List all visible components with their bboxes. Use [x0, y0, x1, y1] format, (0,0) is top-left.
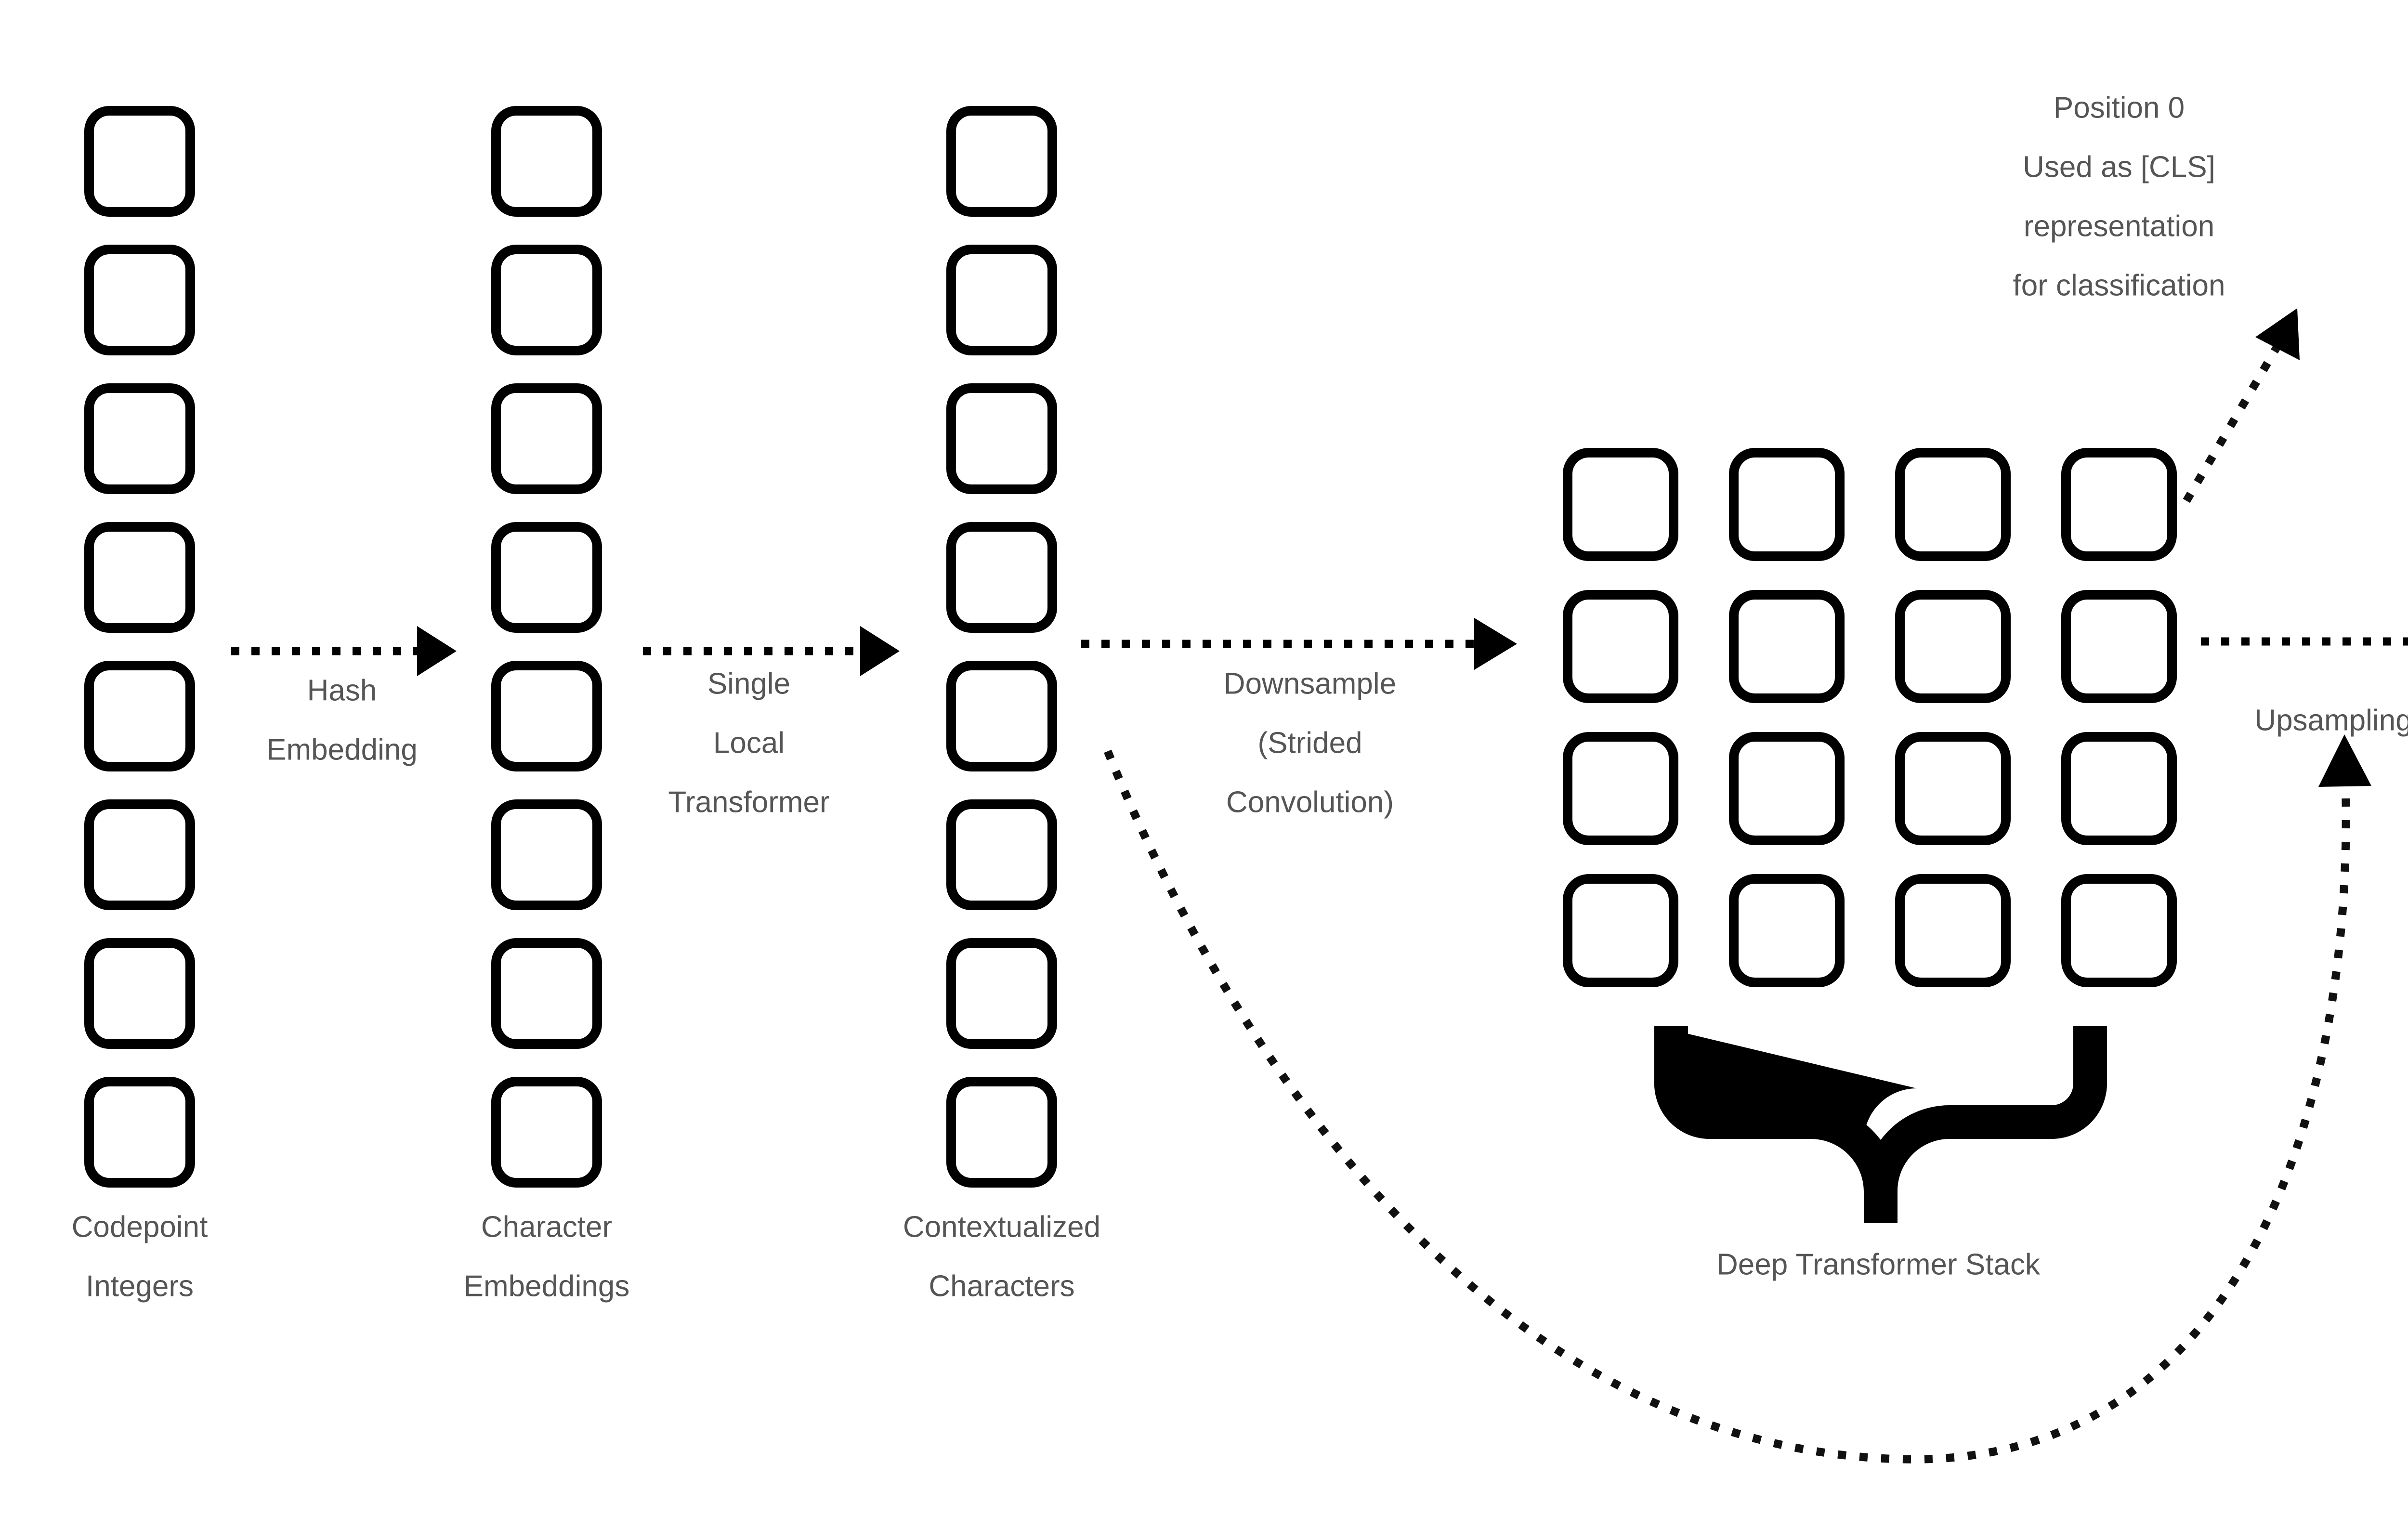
- cell-box: [1563, 732, 1678, 845]
- flow-arrow-label-downsample-line1: Downsample: [1224, 667, 1396, 700]
- cell-box: [1563, 590, 1678, 703]
- cell-box: [491, 383, 602, 494]
- deep-transformer-stack-grid: Deep Transformer Stack: [1563, 448, 2177, 1281]
- callout-label-line2: Used as [CLS]: [2023, 150, 2215, 183]
- cell-box: [491, 245, 602, 355]
- flow-arrow-hash-embedding: Hash Embedding: [231, 626, 457, 766]
- callout-label-line4: for classification: [2013, 269, 2225, 302]
- column-character-embeddings: Character Embeddings: [464, 106, 630, 1303]
- column-contextualized-characters: Contextualized Characters: [903, 106, 1100, 1303]
- flow-arrow-single-local-transformer: Single Local Transformer: [643, 626, 900, 819]
- column-label-character-embeddings-line1: Character: [481, 1210, 612, 1243]
- cell-box: [84, 522, 195, 633]
- cell-box: [491, 938, 602, 1049]
- dotted-arrow-line: [2183, 331, 2289, 503]
- cell-box: [84, 938, 195, 1049]
- flow-arrow-label-downsample-line2: (Strided: [1257, 726, 1362, 759]
- cell-box: [84, 799, 195, 910]
- curly-brace-icon: [1654, 1026, 2107, 1223]
- cell-box: [1729, 732, 1845, 845]
- cell-box: [2061, 448, 2177, 561]
- arrow-head-icon: [2255, 308, 2300, 360]
- cell-box: [491, 106, 602, 217]
- flow-arrow-label-single-local-transformer-line1: Single: [707, 667, 790, 700]
- column-label-codepoint-integers-line2: Integers: [86, 1269, 194, 1303]
- column-label-character-embeddings-line2: Embeddings: [464, 1269, 630, 1303]
- cell-box: [946, 799, 1057, 910]
- flow-arrow-label-upsampling: Upsampling: [2254, 704, 2408, 737]
- arrow-head-icon: [417, 626, 457, 676]
- cell-box: [2061, 874, 2177, 987]
- cell-box: [84, 661, 195, 771]
- cell-box: [84, 1077, 195, 1188]
- cell-box: [1895, 732, 2011, 845]
- flow-arrow-label-single-local-transformer-line2: Local: [713, 726, 785, 759]
- cell-box: [1563, 874, 1678, 987]
- residual-skip-connection: [1104, 734, 2371, 1464]
- cell-box: [946, 1077, 1057, 1188]
- cell-box: [1895, 448, 2011, 561]
- flow-arrow-label-hash-embedding-line1: Hash: [307, 674, 377, 707]
- cell-box: [84, 383, 195, 494]
- cell-box: [1895, 590, 2011, 703]
- cell-box: [491, 661, 602, 771]
- callout-position-zero-cls: Position 0 Used as [CLS] representation …: [2013, 91, 2300, 503]
- cell-box: [946, 938, 1057, 1049]
- cell-box: [946, 245, 1057, 355]
- cell-box: [946, 661, 1057, 771]
- deep-transformer-stack-label: Deep Transformer Stack: [1716, 1248, 2041, 1281]
- cell-box: [2061, 590, 2177, 703]
- cell-box: [84, 106, 195, 217]
- flow-arrow-downsample: Downsample (Strided Convolution): [1081, 618, 1517, 819]
- flow-arrow-label-downsample-line3: Convolution): [1226, 785, 1394, 819]
- flow-arrow-upsampling: Upsampling: [2201, 637, 2408, 737]
- cell-box: [84, 245, 195, 355]
- cell-box: [1895, 874, 2011, 987]
- cell-box: [1729, 590, 1845, 703]
- cell-box: [491, 522, 602, 633]
- column-label-contextualized-characters-line1: Contextualized: [903, 1210, 1100, 1243]
- flow-arrow-label-hash-embedding-line2: Embedding: [266, 733, 418, 766]
- cell-box: [946, 522, 1057, 633]
- column-codepoint-integers: Codepoint Integers: [72, 106, 208, 1303]
- callout-label-line3: representation: [2024, 209, 2214, 243]
- cell-box: [2061, 732, 2177, 845]
- cell-box: [491, 1077, 602, 1188]
- column-label-contextualized-characters-line2: Characters: [929, 1269, 1074, 1303]
- arrow-head-icon: [860, 626, 900, 676]
- cell-box: [1729, 874, 1845, 987]
- arrow-head-icon: [1474, 618, 1517, 670]
- column-label-codepoint-integers-line1: Codepoint: [72, 1210, 208, 1243]
- cell-box: [1729, 448, 1845, 561]
- cell-box: [1563, 448, 1678, 561]
- cell-box: [946, 383, 1057, 494]
- flow-arrow-label-single-local-transformer-line3: Transformer: [668, 785, 829, 819]
- cell-box: [946, 106, 1057, 217]
- callout-label-line1: Position 0: [2054, 91, 2185, 124]
- arrow-head-icon: [2318, 734, 2371, 787]
- cell-box: [491, 799, 602, 910]
